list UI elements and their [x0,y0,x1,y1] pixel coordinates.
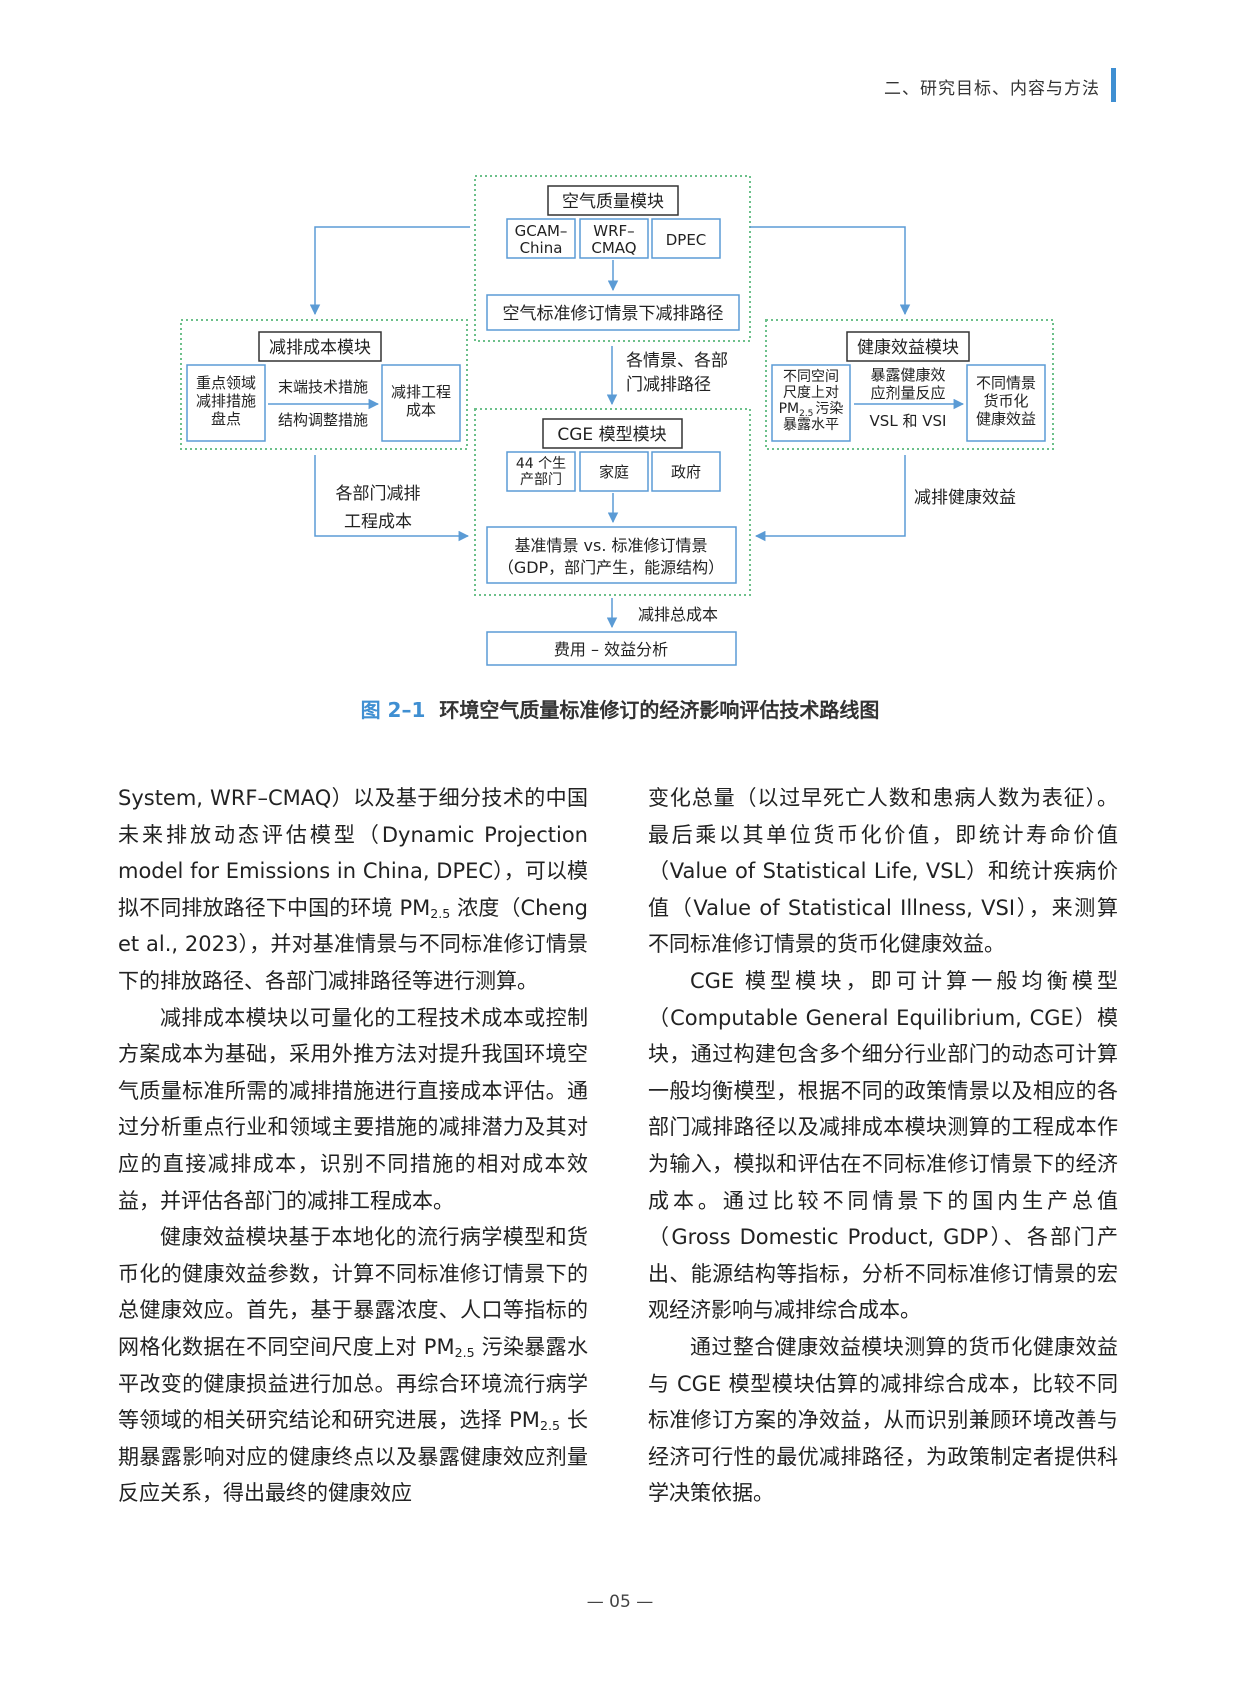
gcam-line1: GCAM– [515,222,568,240]
health-left-box [771,364,851,442]
pm-suffix: 污染 [815,401,843,417]
cge-module-title-box [542,418,683,449]
structure-measures-label: 结构调整措施 [278,411,368,429]
health-right-line1: 不同情景 [976,374,1036,392]
health-left-line1: 不同空间 [783,369,839,385]
health-module-title-box [846,331,970,362]
air-output-box [486,294,740,331]
cost-benefit-box [486,631,737,666]
tech-measures-label: 末端技术措施 [278,378,368,396]
household-label: 家庭 [599,463,629,481]
scenario-line1: 基准情景 vs. 标准修订情景 [514,536,707,555]
air-module-title: 空气质量模块 [562,192,664,212]
figure-title: 环境空气质量标准修订的经济影响评估技术路线图 [439,698,880,722]
left-paragraph-2: 减排成本模块以可量化的工程技术成本或控制方案成本为基础，采用外推方法对提升我国环… [118,1005,588,1213]
health-mid-line1: 暴露健康效 [870,366,945,384]
left-paragraph-3: 健康效益模块基于本地化的流行病学模型和货币化的健康效益参数，计算不同标准修订情景… [118,1225,588,1506]
paths-label-line2: 门减排路径 [626,375,711,395]
cost-module-title: 减排成本模块 [269,338,371,358]
cost-left-line1: 重点领域 [196,374,256,392]
paths-label-line1: 各情景、各部 [626,351,728,371]
government-label: 政府 [671,463,701,481]
health-right-line2: 货币化 [983,392,1028,410]
sectors-line2: 产部门 [520,472,562,488]
technical-roadmap-diagram: 空气质量模块 GCAM– China WRF– CMAQ DPEC 空气标准修订… [180,175,1054,666]
left-paragraph-1: System, WRF–CMAQ）以及基于细分技术的中国未来排放动态评估模型（D… [118,786,588,993]
health-mid-line2: 应剂量反应 [870,384,945,402]
left-column: System, WRF–CMAQ）以及基于细分技术的中国未来排放动态评估模型（D… [118,780,588,1512]
cost-left-box [186,364,266,442]
air-to-cost-arrow [309,226,470,316]
gcam-line2: China [520,239,563,257]
health-right-box [966,364,1046,442]
figure-caption: 图 2–1 环境空气质量标准修订的经济影响评估技术路线图 [0,694,1240,723]
right-paragraph-1: 变化总量（以过早死亡人数和患病人数为表征）。最后乘以其单位货币化价值，即统计寿命… [648,786,1118,957]
right-column: 变化总量（以过早死亡人数和患病人数为表征）。最后乘以其单位货币化价值，即统计寿命… [648,780,1118,1512]
dpec-box [651,218,721,259]
figure-number: 图 2–1 [360,698,426,722]
health-left-line2: 尺度上对 [783,385,839,401]
scenario-box [486,526,737,584]
cge-module-title: CGE 模型模块 [557,425,666,445]
cost-label-line1: 各部门减排 [336,484,421,504]
cost-right-box [381,364,461,442]
cost-module-container [180,319,468,450]
right-paragraph-2: CGE 模型模块，即可计算一般均衡模型（Computable General E… [648,968,1118,1323]
sectors-line1: 44 个生 [516,456,566,472]
cost-to-cge-arrow [314,455,470,542]
pm-subscript: 2.5 [799,409,813,419]
health-to-cge-arrow [754,455,906,542]
wrf-line2: CMAQ [591,239,636,257]
page-number: — 05 — [586,1592,654,1612]
benefit-label: 减排健康效益 [914,488,1016,508]
air-module-title-box [547,185,679,216]
health-module-container [765,319,1054,450]
air-output-label: 空气标准修订情景下减排路径 [503,304,724,324]
header-accent-bar [1111,68,1116,102]
right-paragraph-3: 通过整合健康效益模块测算的货币化健康效益与 CGE 模型模块估算的减排综合成本，… [648,1334,1118,1506]
cost-right-line1: 减排工程 [391,383,451,401]
gcam-china-box [506,218,576,259]
running-header: 二、研究目标、内容与方法 [884,79,1100,99]
cost-left-line3: 盘点 [211,410,241,428]
sectors-box [506,451,576,492]
cost-left-line2: 减排措施 [196,392,256,410]
health-right-line3: 健康效益 [976,410,1036,428]
scenario-line2: （GDP，部门产生，能源结构） [498,558,724,577]
total-cost-label: 减排总成本 [638,605,718,624]
pm-label: PM [779,401,800,417]
vsl-vsi-label: VSL 和 VSI [870,412,947,430]
cost-label-line2: 工程成本 [344,512,412,532]
dpec-label: DPEC [666,231,707,249]
government-box [651,451,721,492]
health-module-title: 健康效益模块 [857,338,959,358]
health-left-line4: 暴露水平 [783,417,839,433]
air-to-health-arrow [750,226,911,316]
cost-module-title-box [258,331,382,362]
cost-benefit-label: 费用 – 效益分析 [554,640,668,659]
wrf-cmaq-box [579,218,649,259]
wrf-line1: WRF– [593,222,634,240]
household-box [579,451,649,492]
cost-right-line2: 成本 [406,401,436,419]
